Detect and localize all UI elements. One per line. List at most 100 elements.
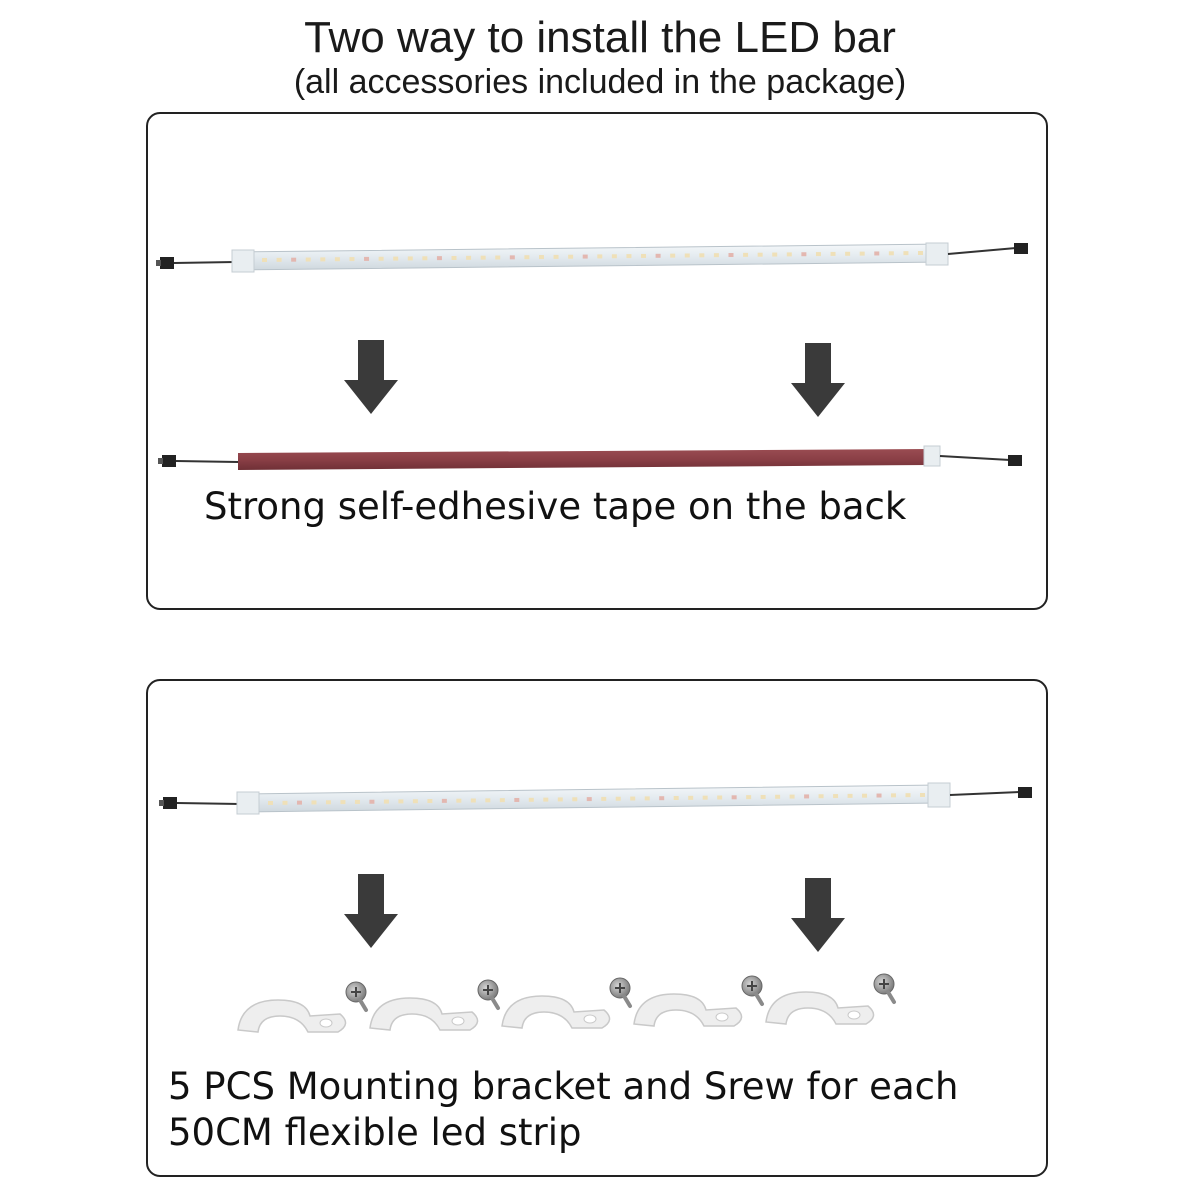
led-chip (296, 800, 302, 805)
led-chip (422, 256, 428, 261)
bracket-icon (237, 999, 347, 1033)
led-chip (601, 796, 607, 801)
led-chip (717, 795, 723, 800)
led-chip (818, 794, 824, 799)
bracket-caption: 5 PCS Mounting bracket and Srew for each… (168, 1064, 1048, 1156)
led-chip (830, 251, 836, 256)
led-chip (524, 255, 530, 260)
led-chip (615, 796, 621, 801)
led-chip (891, 793, 897, 798)
led-chip (325, 800, 331, 805)
led-chip (311, 800, 317, 805)
screw-shank (886, 990, 896, 1004)
led-chip (597, 254, 603, 259)
led-chip (291, 257, 297, 262)
screw-shank (754, 992, 764, 1006)
led-chip-row (262, 251, 923, 262)
bracket-icon (501, 995, 611, 1029)
led-chip (655, 253, 661, 258)
led-chip (538, 255, 544, 260)
led-chip (760, 794, 766, 799)
bracket-caption-line-1: 5 PCS Mounting bracket and Srew for each (168, 1065, 959, 1108)
led-chip (572, 797, 578, 802)
arrow-down-icon (791, 343, 845, 417)
led-chip (485, 798, 491, 803)
led-chip (470, 798, 476, 803)
led-chip (847, 793, 853, 798)
mounting-bracket-panel (146, 679, 1048, 1177)
led-chip (398, 799, 404, 804)
led-strip-tape-back (158, 445, 1022, 470)
bracket-hole (451, 1016, 465, 1026)
led-chip (383, 799, 389, 804)
led-chip (364, 256, 370, 261)
led-chip (684, 253, 690, 258)
tape-caption: Strong self-edhesive tape on the back (204, 485, 907, 528)
led-chip (456, 798, 462, 803)
led-chip (815, 252, 821, 257)
screw-shank (490, 996, 500, 1010)
led-chip (282, 800, 288, 805)
led-chip (268, 801, 273, 805)
led-chip (495, 255, 501, 260)
screw-head-cross (483, 985, 493, 995)
led-chip (427, 799, 433, 804)
bracket-hole (583, 1014, 597, 1024)
led-chip (582, 254, 588, 259)
screw-head-cross (747, 981, 757, 991)
screw-shank (622, 994, 632, 1008)
led-chip (757, 252, 763, 257)
led-chip (586, 797, 592, 802)
led-chip (626, 254, 632, 259)
page-subtitle: (all accessories included in the package… (293, 63, 907, 101)
accessory-row (237, 973, 896, 1033)
led-chip (833, 794, 839, 799)
led-chip (611, 254, 617, 259)
led-chip (641, 253, 647, 258)
led-chip (407, 256, 413, 261)
connector-icon (939, 455, 1022, 466)
connector-icon (949, 787, 1032, 798)
led-chip (702, 795, 708, 800)
bracket-icon (765, 991, 875, 1025)
led-chip (480, 255, 486, 260)
bracket-icon (633, 993, 743, 1027)
led-chip (874, 251, 880, 256)
led-chip (903, 251, 909, 256)
led-chip (334, 257, 340, 262)
led-chip-row (268, 793, 925, 805)
led-chip (673, 796, 679, 801)
led-chip (920, 793, 925, 797)
led-chip (905, 793, 911, 798)
led-chip (786, 252, 792, 257)
screw-shank (358, 998, 368, 1012)
arrow-down-icon (344, 874, 398, 948)
bracket-hole (715, 1012, 729, 1022)
led-chip (804, 794, 810, 799)
led-chip (451, 255, 457, 260)
connector-icon (159, 797, 241, 809)
led-chip (789, 794, 795, 799)
led-chip (845, 251, 851, 256)
led-chip (276, 257, 282, 262)
led-chip (262, 258, 267, 262)
led-chip (644, 796, 650, 801)
led-chip (659, 796, 665, 801)
led-chip (728, 253, 734, 258)
led-chip (862, 793, 868, 798)
led-chip (528, 797, 534, 802)
led-chip (340, 800, 346, 805)
adhesive-tape-panel (146, 112, 1048, 610)
led-chip (775, 794, 781, 799)
led-chip (688, 795, 694, 800)
led-chip (369, 799, 375, 804)
led-chip (378, 256, 384, 261)
led-strip-bottom (159, 782, 1032, 815)
arrow-down-icon (791, 878, 845, 952)
led-chip (436, 256, 442, 261)
led-chip (731, 795, 737, 800)
led-chip (349, 257, 355, 262)
led-chip (509, 255, 515, 260)
led-chip (557, 797, 563, 802)
